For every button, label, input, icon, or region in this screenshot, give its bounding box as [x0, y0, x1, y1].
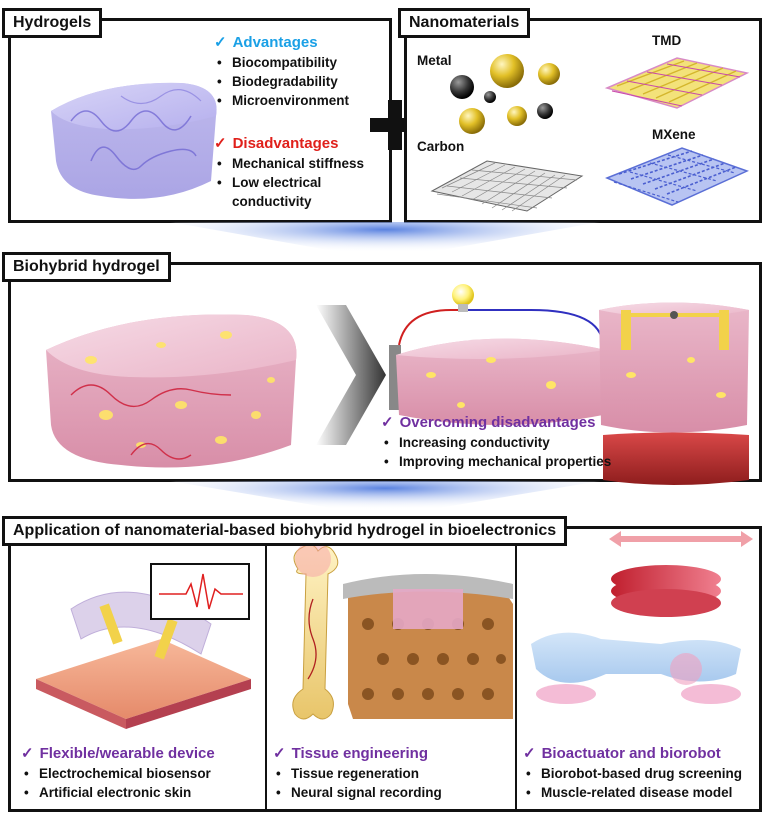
column-divider [265, 529, 267, 809]
application-title: Application of nanomaterial-based biohyb… [2, 516, 568, 546]
tmd-label: TMD [652, 33, 682, 48]
application-panel: ✓Flexible/wearable device Electrochemica… [8, 526, 762, 812]
hydrogels-panel: ✓Advantages Biocompatibility Biodegradab… [8, 18, 392, 223]
mxene-lattice-illustration [605, 147, 750, 206]
mxene-label: MXene [652, 127, 696, 142]
overcoming-title: ✓Overcoming disadvantages [381, 414, 596, 431]
advantages-list: Biocompatibility Biodegradability Microe… [214, 53, 349, 110]
down-arrow-glow-2 [170, 481, 600, 517]
list-item: Biodegradability [214, 72, 349, 91]
list-item: Artificial electronic skin [21, 783, 215, 802]
disadvantages-list: Mechanical stiffness Low electrical cond… [214, 154, 389, 211]
bioactuator-list: Biorobot-based drug screening Muscle-rel… [523, 764, 742, 802]
bioactuator-title: ✓Bioactuator and biorobot [523, 745, 721, 762]
metal-label: Metal [417, 53, 452, 68]
hydrogels-title: Hydrogels [2, 8, 103, 38]
tissue-engineering-title: ✓Tissue engineering [273, 745, 429, 762]
list-item: Muscle-related disease model [523, 783, 742, 802]
list-item: Low electrical conductivity [214, 173, 389, 211]
tmd-lattice-illustration [604, 57, 750, 109]
nanomaterials-title: Nanomaterials [398, 8, 531, 38]
carbon-label: Carbon [417, 139, 465, 154]
metal-nanoparticles-illustration [450, 54, 560, 134]
list-item: Improving mechanical properties [381, 452, 711, 471]
list-item: Electrochemical biosensor [21, 764, 215, 783]
list-item: Mechanical stiffness [214, 154, 389, 173]
list-item: Increasing conductivity [381, 433, 711, 452]
overcoming-list: Increasing conductivity Improving mechan… [381, 433, 711, 471]
advantages-title: ✓Advantages [214, 34, 318, 51]
list-item: Biocompatibility [214, 53, 349, 72]
nanomaterials-panel: Metal TMD Carbon MXene [404, 18, 762, 223]
column-divider [515, 529, 517, 809]
wearable-title: ✓Flexible/wearable device [21, 745, 215, 762]
list-item: Microenvironment [214, 91, 349, 110]
application-illustrations [36, 531, 753, 729]
hydrogel-block-illustration [51, 82, 217, 199]
biohybrid-title: Biohybrid hydrogel [2, 252, 171, 282]
carbon-graphene-illustration [430, 160, 584, 212]
list-item: Tissue regeneration [273, 764, 442, 783]
biohybrid-panel: ✓Overcoming disadvantages Increasing con… [8, 262, 762, 485]
disadvantages-title: ✓Disadvantages [214, 135, 339, 152]
tissue-engineering-list: Tissue regeneration Neural signal record… [273, 764, 442, 802]
wearable-list: Electrochemical biosensor Artificial ele… [21, 764, 215, 802]
list-item: Neural signal recording [273, 783, 442, 802]
down-arrow-glow-1 [170, 222, 600, 260]
list-item: Biorobot-based drug screening [523, 764, 742, 783]
biohybrid-block-illustration [46, 284, 749, 485]
